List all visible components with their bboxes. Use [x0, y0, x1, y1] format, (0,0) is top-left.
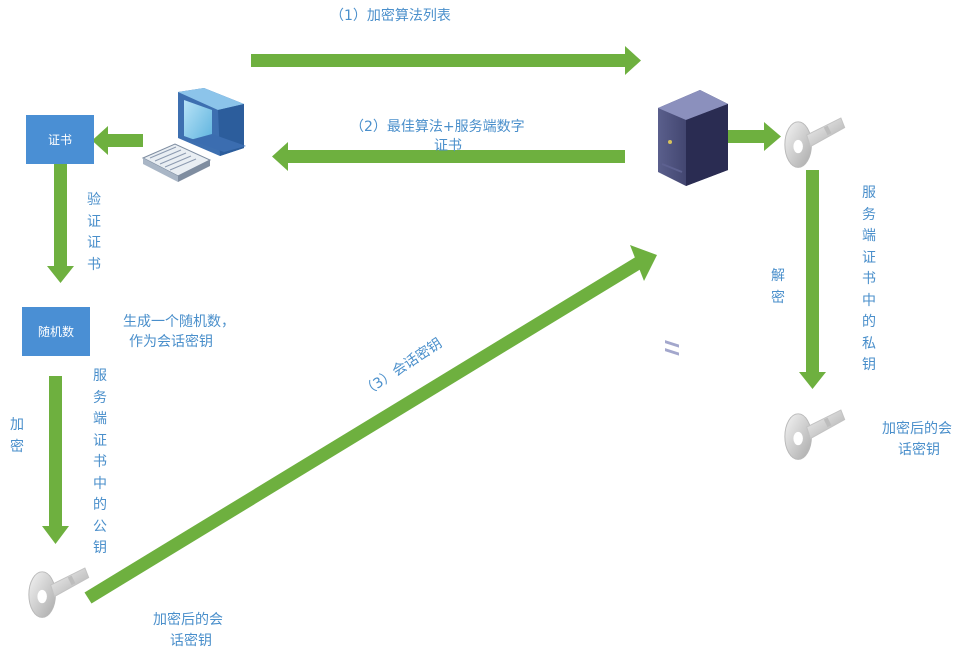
private-key-label: 服务端证书中的私钥 — [862, 185, 876, 373]
key-icon — [784, 117, 846, 168]
certificate-box-label: 证书 — [47, 133, 72, 147]
arrow-random-to-encrypted-key — [42, 376, 69, 544]
encrypted-session-key-left-line1: 加密后的会 — [153, 612, 223, 628]
step1-label: （1）加密算法列表 — [330, 8, 451, 24]
generate-random-label-line2: 作为会话密钥 — [129, 334, 213, 350]
public-key-label: 服务端证书中的公钥 — [93, 368, 107, 556]
arrow-certificate-to-random — [47, 164, 74, 283]
key-icon — [28, 567, 90, 618]
key-icon — [784, 409, 846, 460]
verify-certificate-label: 验证证书 — [87, 192, 101, 273]
step2-label-line1: （2）最佳算法+服务端数字 — [350, 119, 525, 135]
desktop-computer-icon — [141, 88, 246, 182]
arrow-encrypted-key-to-server-step3 — [84, 245, 657, 604]
arrow-key-decrypt-down — [799, 170, 826, 389]
generate-random-label-line1: 生成一个随机数， — [123, 314, 235, 330]
encrypted-session-key-right-line1: 加密后的会 — [882, 421, 952, 437]
server-tower-icon — [658, 90, 728, 356]
random-number-box: 随机数 — [22, 307, 90, 356]
arrow-client-to-server-step1 — [251, 46, 641, 75]
arrow-server-to-key — [728, 122, 781, 151]
encrypt-label: 加密 — [10, 417, 24, 455]
certificate-box: 证书 — [26, 115, 94, 164]
step2-label-line2: 证书 — [434, 138, 462, 154]
random-number-box-label: 随机数 — [37, 325, 74, 339]
encrypted-session-key-left-line2: 话密钥 — [170, 633, 212, 649]
arrow-client-to-certificate — [92, 126, 143, 155]
encrypted-session-key-right-line2: 话密钥 — [898, 442, 940, 458]
arrow-server-to-client-step2 — [272, 142, 625, 171]
decrypt-label: 解密 — [771, 268, 785, 306]
